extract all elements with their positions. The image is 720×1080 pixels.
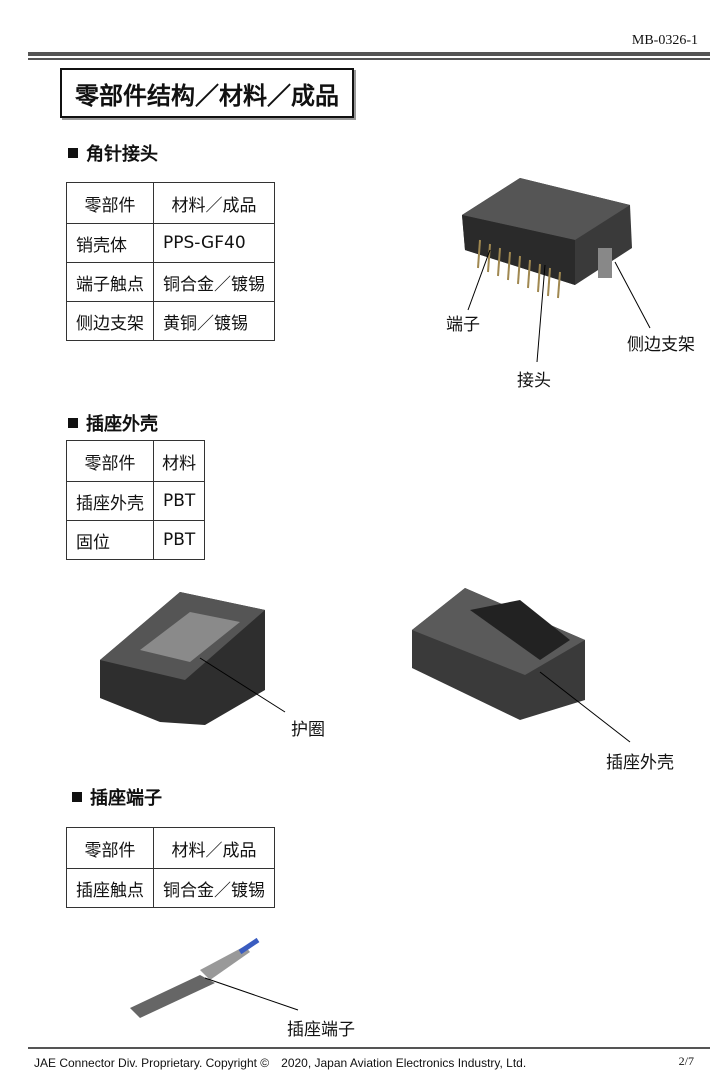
page-title: 零部件结构／材料／成品 bbox=[60, 68, 354, 118]
pin-header-image bbox=[462, 178, 651, 363]
table-header: 零部件 bbox=[66, 440, 154, 482]
table-header-row: 零部件材料／成品 bbox=[66, 827, 275, 869]
table-cell: 铜合金／镀锡 bbox=[153, 868, 275, 908]
footer-rule bbox=[28, 1047, 710, 1049]
header-rule bbox=[28, 52, 710, 56]
label-header: 接头 bbox=[517, 371, 551, 391]
section-heading-text: 插座外壳 bbox=[86, 414, 158, 435]
table-header: 材料 bbox=[152, 440, 206, 482]
section-heading-receptacle-terminal: 插座端子 bbox=[72, 784, 162, 810]
table-header: 零部件 bbox=[66, 182, 154, 224]
parts-table-receptacle-terminal: 零部件材料／成品 插座触点铜合金／镀锡 bbox=[66, 827, 275, 908]
table-cell: PBT bbox=[152, 520, 206, 560]
section-heading-receptacle-housing: 插座外壳 bbox=[68, 410, 158, 436]
bullet-square-icon bbox=[68, 418, 78, 428]
receptacle-terminal-image bbox=[130, 937, 299, 1018]
section-heading-text: 角针接头 bbox=[86, 144, 158, 165]
table-cell: 插座外壳 bbox=[66, 481, 154, 521]
bullet-square-icon bbox=[72, 792, 82, 802]
document-number: MB-0326-1 bbox=[631, 33, 698, 48]
table-header-row: 零部件材料／成品 bbox=[66, 182, 275, 224]
table-cell: PPS-GF40 bbox=[153, 223, 275, 263]
table-row: 插座触点铜合金／镀锡 bbox=[66, 868, 275, 908]
table-cell: 销壳体 bbox=[66, 223, 154, 263]
table-header: 材料／成品 bbox=[153, 182, 275, 224]
section-heading-pin-header: 角针接头 bbox=[68, 140, 158, 166]
header-rule-thin bbox=[28, 58, 710, 60]
label-receptacle-housing: 插座外壳 bbox=[606, 753, 674, 773]
label-receptacle-terminal: 插座端子 bbox=[287, 1020, 355, 1040]
table-header: 零部件 bbox=[66, 827, 154, 869]
label-terminal: 端子 bbox=[446, 315, 480, 335]
page-number: 2/7 bbox=[678, 1054, 694, 1068]
table-cell: PBT bbox=[152, 481, 206, 521]
section-heading-text: 插座端子 bbox=[90, 788, 162, 809]
table-cell: 铜合金／镀锡 bbox=[153, 262, 275, 302]
bullet-square-icon bbox=[68, 148, 78, 158]
footer-copyright: JAE Connector Div. Proprietary. Copyrigh… bbox=[34, 1056, 527, 1070]
table-row: 端子触点铜合金／镀锡 bbox=[66, 262, 275, 302]
receptacle-housing-image bbox=[412, 588, 631, 743]
label-side-bracket: 侧边支架 bbox=[627, 335, 695, 355]
table-header-row: 零部件材料 bbox=[66, 440, 206, 482]
table-header: 材料／成品 bbox=[153, 827, 275, 869]
table-cell: 黄铜／镀锡 bbox=[153, 301, 275, 341]
table-cell: 插座触点 bbox=[66, 868, 154, 908]
table-cell: 固位 bbox=[66, 520, 154, 560]
label-retainer: 护圈 bbox=[291, 720, 325, 740]
retainer-image bbox=[100, 592, 286, 725]
table-row: 侧边支架黄铜／镀锡 bbox=[66, 301, 275, 341]
table-cell: 侧边支架 bbox=[66, 301, 154, 341]
